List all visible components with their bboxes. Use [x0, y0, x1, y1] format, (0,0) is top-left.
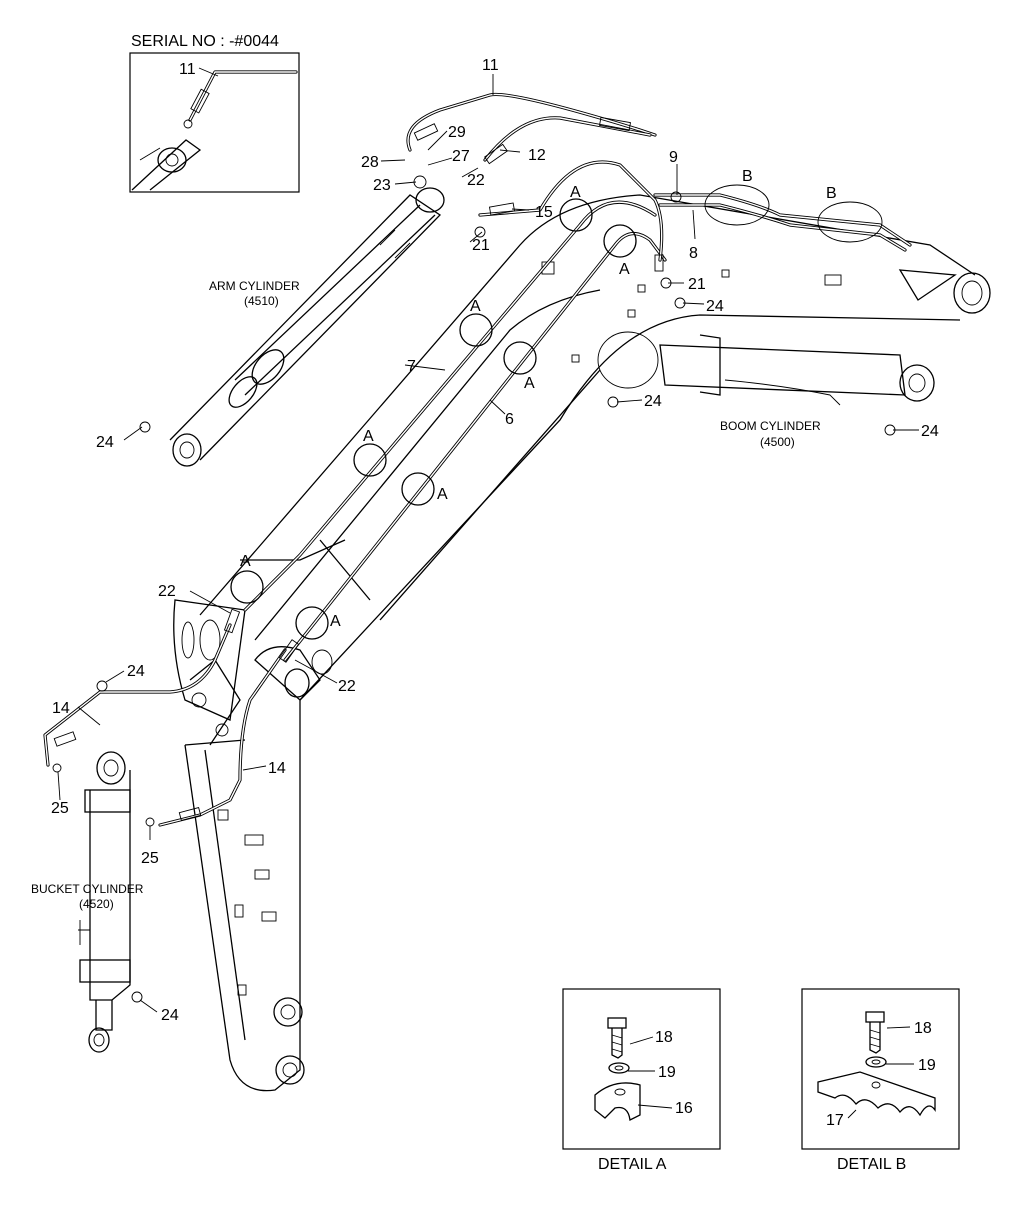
- clamp-a-markers: [230, 198, 637, 640]
- detail-a-drawing: [594, 1017, 673, 1121]
- arm-cylinder: [169, 187, 445, 467]
- callout-12: 12: [528, 147, 546, 164]
- boom-cylinder: [597, 331, 935, 406]
- boom: [173, 194, 991, 721]
- detail-b-drawing: [817, 1011, 936, 1119]
- clamp-a-5: A: [363, 428, 374, 445]
- detail-b-callout-18: 18: [914, 1020, 932, 1037]
- detail-b-callout-17: 17: [826, 1112, 844, 1129]
- detail-a-callout-19: 19: [658, 1064, 676, 1081]
- clamp-a-3: A: [470, 298, 481, 315]
- callout-24-boom-cyl: 24: [921, 423, 939, 440]
- callout-22-left: 22: [158, 583, 176, 600]
- clamp-a-2: A: [619, 261, 630, 278]
- callout-7: 7: [407, 358, 416, 375]
- inset-drawing: [131, 70, 298, 191]
- serial-inset-box: [129, 52, 300, 193]
- detail-a-callout-18: 18: [655, 1029, 673, 1046]
- callout-24-bucket-top: 24: [127, 663, 145, 680]
- callout-22-right: 22: [338, 678, 356, 695]
- bucket-cylinder: [78, 751, 131, 1053]
- callout-15: 15: [535, 204, 553, 221]
- callout-25-left: 25: [51, 800, 69, 817]
- callout-14-right: 14: [268, 760, 286, 777]
- clamp-a-6: A: [437, 486, 448, 503]
- callout-22-top: 22: [467, 172, 485, 189]
- callout-24-arm-cyl: 24: [96, 434, 114, 451]
- callout-24-boom-mid: 24: [644, 393, 662, 410]
- callout-24-bucket-bottom: 24: [161, 1007, 179, 1024]
- callout-23: 23: [373, 177, 391, 194]
- clamp-a-7: A: [240, 553, 251, 570]
- serial-number-label: SERIAL NO : -#0044: [131, 33, 279, 50]
- detail-b-box: [801, 988, 960, 1150]
- bucket-cylinder-label: BUCKET CYLINDER: [31, 882, 144, 896]
- callout-11-inset: 11: [179, 61, 196, 78]
- callout-21-right: 21: [688, 276, 706, 293]
- clamp-a-8: A: [330, 613, 341, 630]
- leaders: [57, 74, 919, 1013]
- bucket-cylinder-code: (4520): [79, 897, 114, 911]
- callout-6: 6: [505, 411, 514, 428]
- clamp-a-1: A: [570, 184, 581, 201]
- callout-24-boom-top: 24: [706, 298, 724, 315]
- detail-b-callout-19: 19: [918, 1057, 936, 1074]
- callout-29: 29: [448, 124, 466, 141]
- arm-cylinder-code: (4510): [244, 294, 279, 308]
- boom-cylinder-code: (4500): [760, 435, 795, 449]
- callout-9: 9: [669, 149, 678, 166]
- callout-14-left: 14: [52, 700, 70, 717]
- arm-cylinder-label: ARM CYLINDER: [209, 279, 300, 293]
- detail-a-title: DETAIL A: [598, 1156, 667, 1173]
- clamp-b-1: B: [742, 168, 753, 185]
- detail-a-callout-16: 16: [675, 1100, 693, 1117]
- detail-a-box: [562, 988, 721, 1150]
- callout-11: 11: [482, 57, 499, 74]
- clamp-b-2: B: [826, 185, 837, 202]
- callout-28: 28: [361, 154, 379, 171]
- callout-25-right: 25: [141, 850, 159, 867]
- callout-8: 8: [689, 245, 698, 262]
- clamp-a-4: A: [524, 375, 535, 392]
- boom-cylinder-label: BOOM CYLINDER: [720, 419, 821, 433]
- pipes: [43, 92, 912, 1003]
- arm: [184, 659, 305, 1092]
- callout-21-left: 21: [472, 237, 490, 254]
- detail-b-title: DETAIL B: [837, 1156, 906, 1173]
- callout-27: 27: [452, 148, 470, 165]
